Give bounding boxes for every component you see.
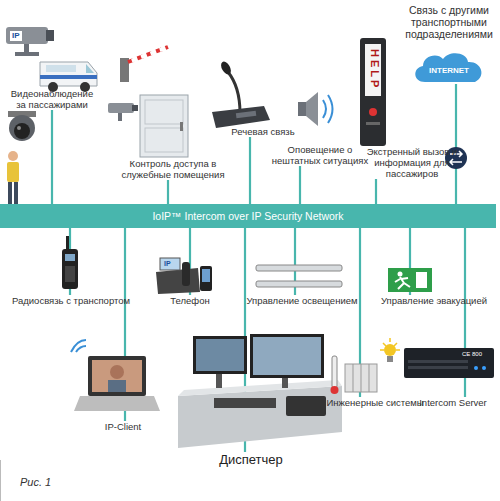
server-group: Intercom Server: [408, 397, 498, 408]
lighting-group: Управление освещением: [240, 295, 364, 306]
component-label: Контроль доступа в служебные помещения: [112, 158, 234, 180]
evacuation-group: Управление эвакуацией: [372, 295, 496, 306]
network-band: IoIP™ Intercom over IP Security Network: [0, 204, 496, 228]
model-number: CE 800: [462, 351, 482, 357]
network-link: [249, 137, 251, 204]
alert-group: Оповещение о нештатных ситуациях: [268, 144, 372, 166]
phone-group: Телефон: [160, 295, 220, 306]
component-label: Диспетчер: [219, 452, 283, 467]
cloud-label: INTERNET: [429, 65, 469, 76]
light-fixture: [256, 265, 342, 287]
component-label: Речевая связь: [231, 126, 294, 137]
client-group: IP-Client: [88, 421, 158, 432]
component-label: Управление освещением: [246, 295, 357, 306]
component-label: Управление эвакуацией: [381, 295, 487, 306]
network-link: [51, 110, 53, 204]
radio-group: Радиосвязь с транспортом: [10, 295, 132, 306]
component-label: Инженерные системы: [326, 397, 423, 408]
component-label: Видеонаблюдение за пассажирами: [10, 88, 94, 110]
network-name: IoIP™ Intercom over IP Security Network: [152, 204, 343, 228]
network-link: [455, 84, 457, 204]
ip-badge: IP: [164, 260, 171, 267]
component-label: Радиосвязь с транспортом: [12, 295, 130, 306]
component-label: Экстренный вызов и информация для пассаж…: [354, 146, 470, 179]
emergency-group: Экстренный вызов и информация для пассаж…: [354, 146, 470, 179]
group-heading: Связь с другими транспортными подразделе…: [400, 4, 498, 40]
access-group: Контроль доступа в служебные помещения: [112, 158, 234, 180]
component-label: Оповещение о нештатных ситуациях: [268, 144, 372, 166]
component-label: Телефон: [170, 295, 209, 306]
security-camera: [108, 103, 138, 121]
barrier-gate: [120, 47, 168, 82]
cloud-shape: INTERNET: [411, 50, 487, 84]
help-sign: HELP: [369, 49, 380, 90]
network-link: [299, 166, 301, 204]
door-cabinet: [140, 95, 188, 157]
van: [40, 62, 97, 92]
component-label: Intercom Server: [419, 397, 487, 408]
network-link: [375, 179, 377, 204]
radio-handset: [62, 236, 78, 289]
figure-caption: Рис. 1: [20, 477, 51, 488]
internet-cloud: Связь с другими транспортными подразделе…: [400, 4, 498, 84]
ip-camera: [6, 27, 54, 56]
engineering-icons: [331, 338, 401, 394]
laptop: [71, 340, 160, 411]
speech-group: Речевая связь: [226, 126, 300, 137]
loudspeaker: [298, 92, 333, 126]
dome-camera: [8, 111, 36, 141]
dispatcher-group: Диспетчер: [196, 452, 306, 467]
camera-group: Видеонаблюдение за пассажирами: [10, 88, 94, 110]
dispatcher-console: [178, 334, 342, 448]
microphone-console: [212, 60, 270, 128]
exit-sign: [388, 268, 432, 292]
figure-frame: [0, 460, 1, 501]
component-label: IP-Client: [105, 421, 141, 432]
passenger-figure: [7, 151, 19, 204]
help-pillar: [360, 38, 386, 146]
network-link: [167, 180, 169, 204]
server-unit: [404, 348, 494, 378]
engineering-group: Инженерные системы: [320, 397, 430, 408]
desk-phone: [156, 258, 212, 294]
ip-badge: IP: [10, 31, 22, 41]
